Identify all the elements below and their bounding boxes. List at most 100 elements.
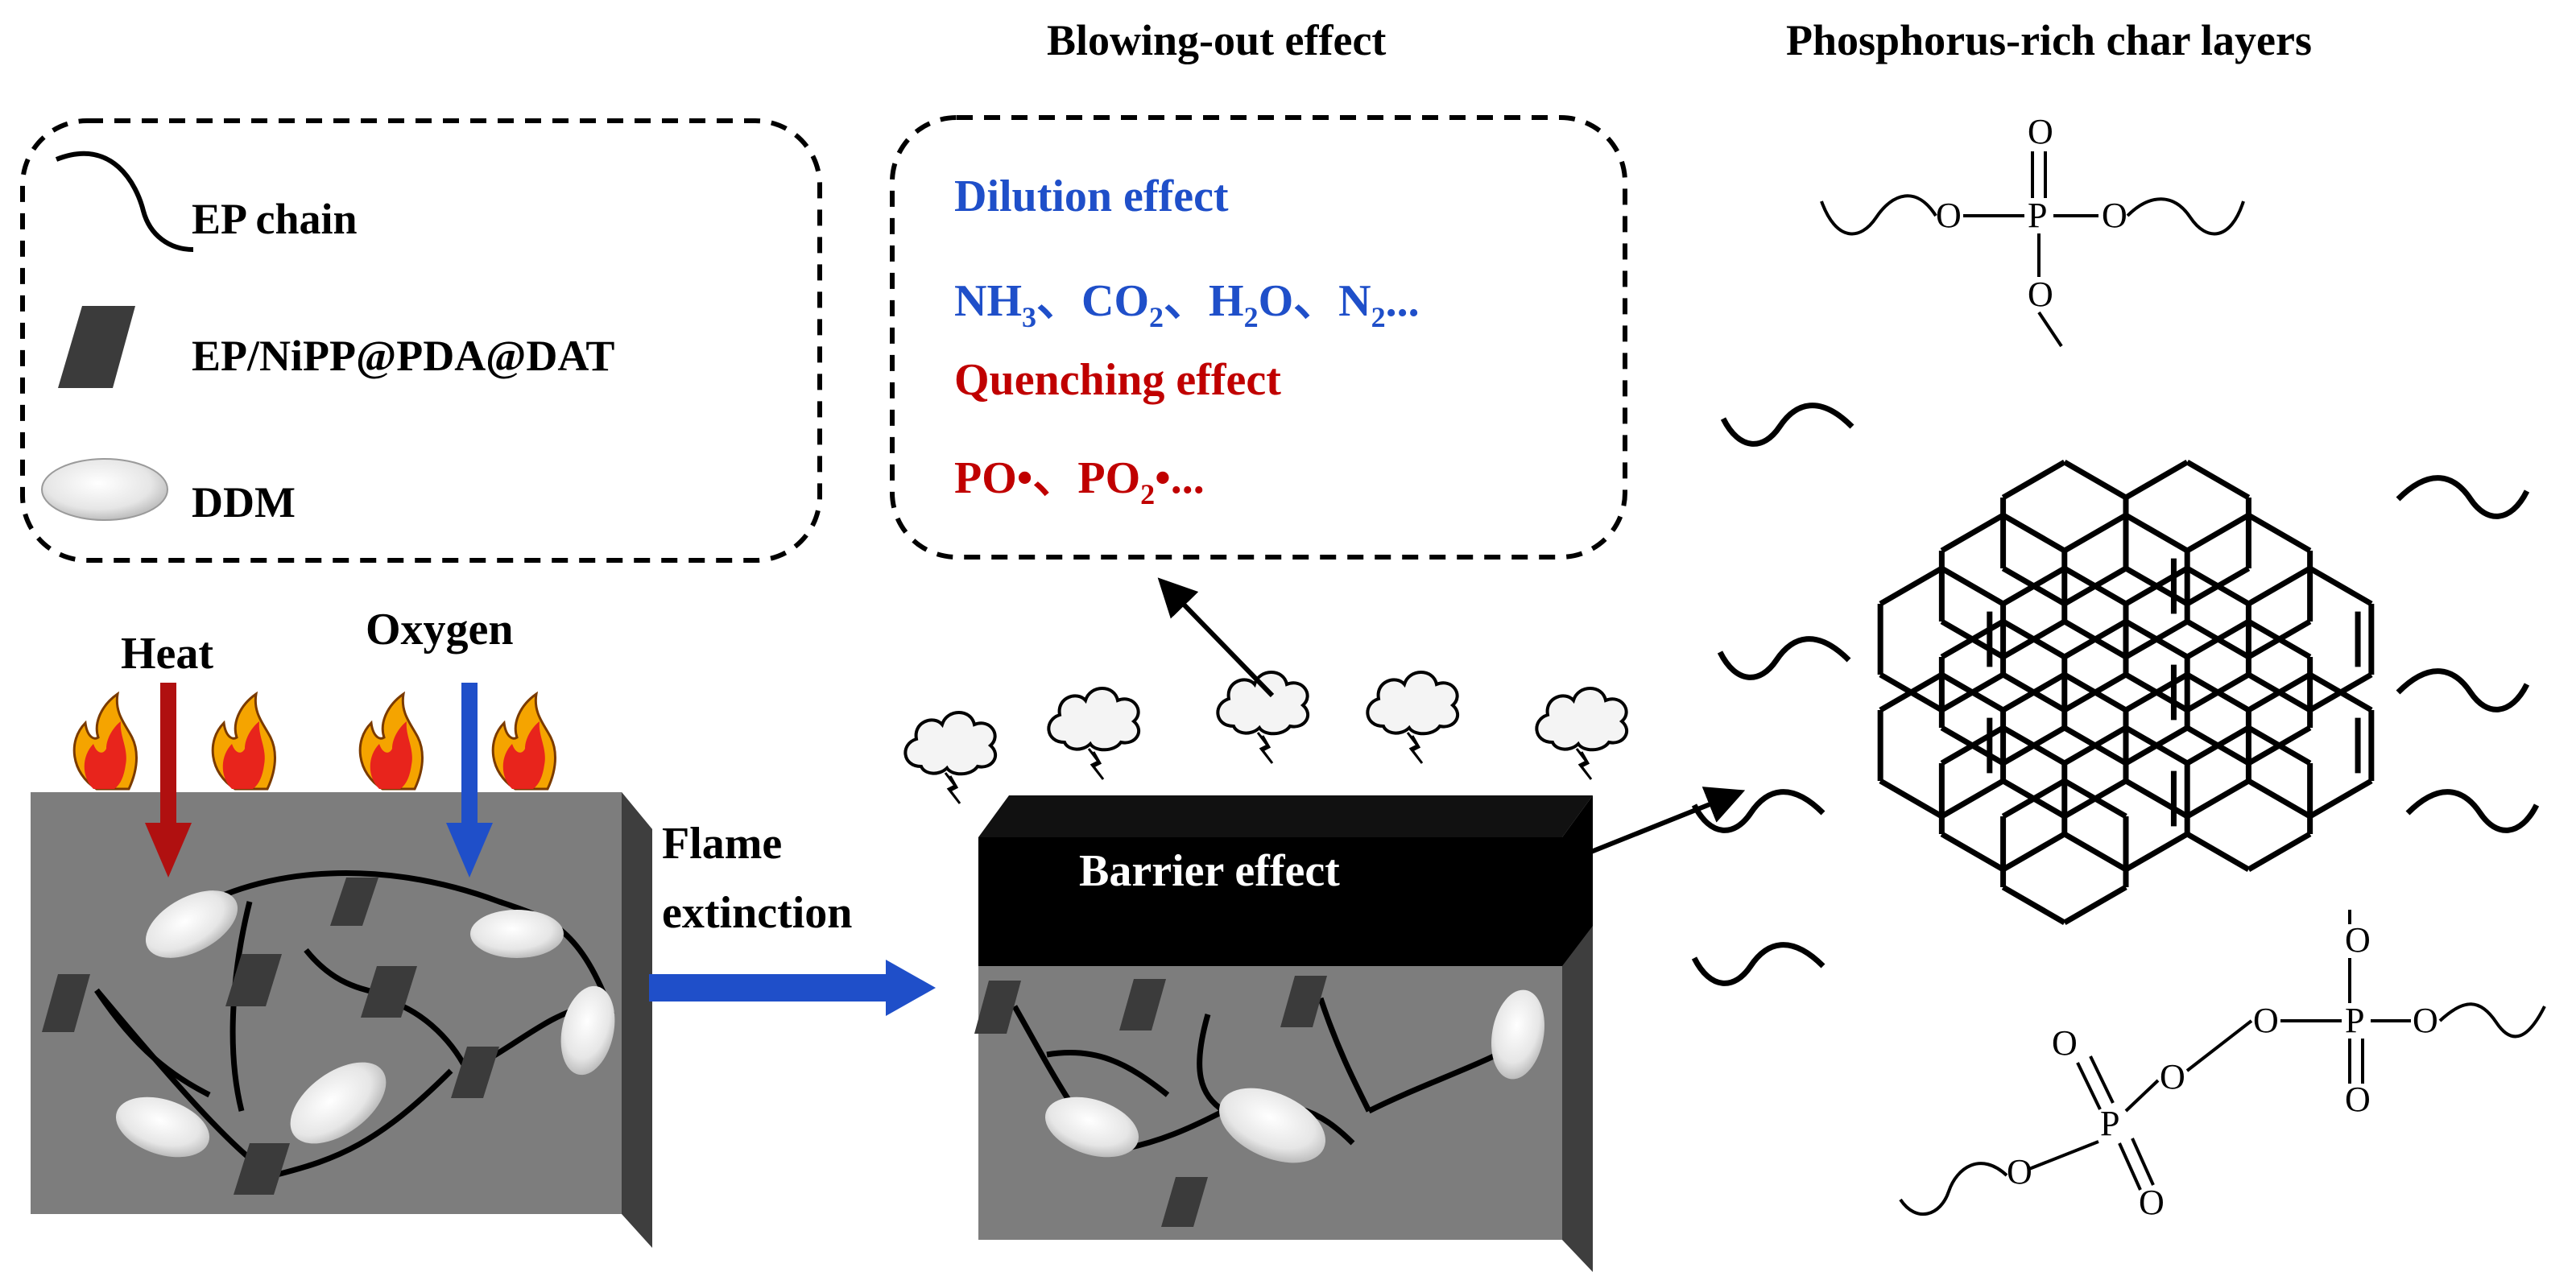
ring-bond [2063, 512, 2127, 554]
ring-bond [1879, 671, 1944, 713]
ring-bond [2247, 512, 2312, 554]
flame-extinction-label-1: Flame [662, 819, 782, 869]
species-formula: CO [1081, 276, 1149, 326]
ring-bond [2185, 459, 2251, 501]
char-layers-title: Phosphorus-rich char layers [1786, 16, 2312, 64]
ring-bond [2063, 778, 2127, 820]
ring-bond [2001, 725, 2066, 766]
phosphate-groups: O P O O O O P O O O O O P O O [1936, 112, 2438, 1222]
flame-extinction-arrow [649, 960, 936, 1016]
ddm-molecule [560, 985, 615, 1076]
particle [974, 981, 1021, 1034]
species-formula: PO• [954, 453, 1032, 503]
ring-bond [2185, 778, 2251, 820]
ring-bond [1879, 565, 1944, 607]
ddm-molecule [1491, 989, 1544, 1080]
ddm-molecule [1044, 1096, 1139, 1158]
particle [330, 878, 378, 926]
ddm-icon [41, 458, 168, 521]
flame-extinction-label-2: extinction [662, 888, 852, 938]
ring-bond [2247, 618, 2312, 660]
species-formula: H [1209, 276, 1244, 326]
polymer-tail [1720, 403, 1854, 447]
atom-o: O [2160, 1057, 2185, 1096]
ring-bond [2001, 831, 2066, 873]
atom-o: O [2345, 1080, 2371, 1119]
particle [1119, 979, 1166, 1030]
atom-o: O [2052, 1023, 2078, 1063]
ddm-molecule [115, 1096, 210, 1158]
species-formula: PO [1077, 453, 1140, 503]
ring-bond [2185, 725, 2251, 766]
dilution-title: Dilution effect [954, 171, 1229, 221]
ring-bond [2063, 671, 2127, 713]
ring-bond [1879, 778, 1944, 820]
species-subscript: 2 [1244, 301, 1259, 333]
atom-o: O [2028, 275, 2053, 314]
ring-bond [2063, 459, 2127, 501]
ring-bond [2247, 565, 2312, 607]
ring-bond [1940, 618, 2005, 660]
ring-bond [2124, 618, 2189, 660]
composite-block-left [31, 792, 652, 1248]
atom-o: O [2139, 1183, 2165, 1222]
ring-bond [2001, 459, 2066, 501]
species-tail: 、 [1164, 276, 1209, 326]
oxygen-arrow [446, 683, 493, 878]
ring-bond [2185, 565, 2251, 607]
oxygen-label: Oxygen [366, 605, 514, 655]
particle-icon [58, 306, 135, 388]
ring-bond [2124, 831, 2189, 873]
ring-bond [1940, 671, 2005, 713]
species-tail: 、 [1036, 276, 1081, 326]
polymer-tail [2396, 668, 2530, 712]
species-tail: ... [1386, 276, 1420, 326]
ring-bond [1940, 831, 2005, 873]
atom-o: O [2413, 1001, 2438, 1040]
species-subscript: 3 [1022, 301, 1036, 333]
ring-bond [2001, 884, 2066, 926]
ring-bond [2247, 778, 2312, 820]
dilution-species: NH3、CO2、H2O、N2... [954, 276, 1420, 333]
particle [361, 966, 417, 1018]
polymer-tail [1691, 789, 1826, 833]
polymer-tail [2405, 789, 2540, 833]
ring-bond [2124, 459, 2189, 501]
ddm-label: DDM [192, 478, 296, 527]
particle [1280, 976, 1327, 1027]
particle [42, 974, 90, 1032]
species-subscript: 2 [1140, 478, 1155, 510]
ring-bond [2124, 565, 2189, 607]
composite-block-right: Barrier effect [974, 795, 1593, 1272]
ring-bond [2001, 565, 2066, 607]
ring-bond [2247, 831, 2312, 873]
atom-o: O [1936, 196, 1962, 235]
ring-bond [2001, 671, 2066, 713]
ring-bond [2185, 831, 2251, 873]
species-formula: N [1338, 276, 1371, 326]
ring-bond [2124, 512, 2189, 554]
ep-chain-label: EP chain [192, 195, 358, 243]
ring-bond [2247, 671, 2312, 713]
ddm-molecule [290, 1062, 387, 1144]
ddm-molecule [1219, 1088, 1325, 1163]
ring-bond [2124, 671, 2189, 713]
ring-bond [2185, 671, 2251, 713]
ring-bond [1940, 725, 2005, 766]
quenching-species: PO•、PO2•... [954, 453, 1205, 510]
species-tail: •... [1155, 453, 1205, 503]
ring-bond [2063, 618, 2127, 660]
polymer-tail [1717, 636, 1851, 680]
particle [225, 954, 282, 1006]
ring-bond [2308, 565, 2373, 607]
atom-o: O [2253, 1001, 2279, 1040]
blowing-out-title: Blowing-out effect [1047, 16, 1386, 64]
ring-bond [2185, 512, 2251, 554]
ring-bond [2063, 565, 2127, 607]
polymer-tail [2396, 475, 2530, 519]
ring-bond [1940, 778, 2005, 820]
atom-o: O [2028, 112, 2053, 151]
species-subscript: 2 [1149, 301, 1164, 333]
ddm-molecule [470, 910, 564, 958]
